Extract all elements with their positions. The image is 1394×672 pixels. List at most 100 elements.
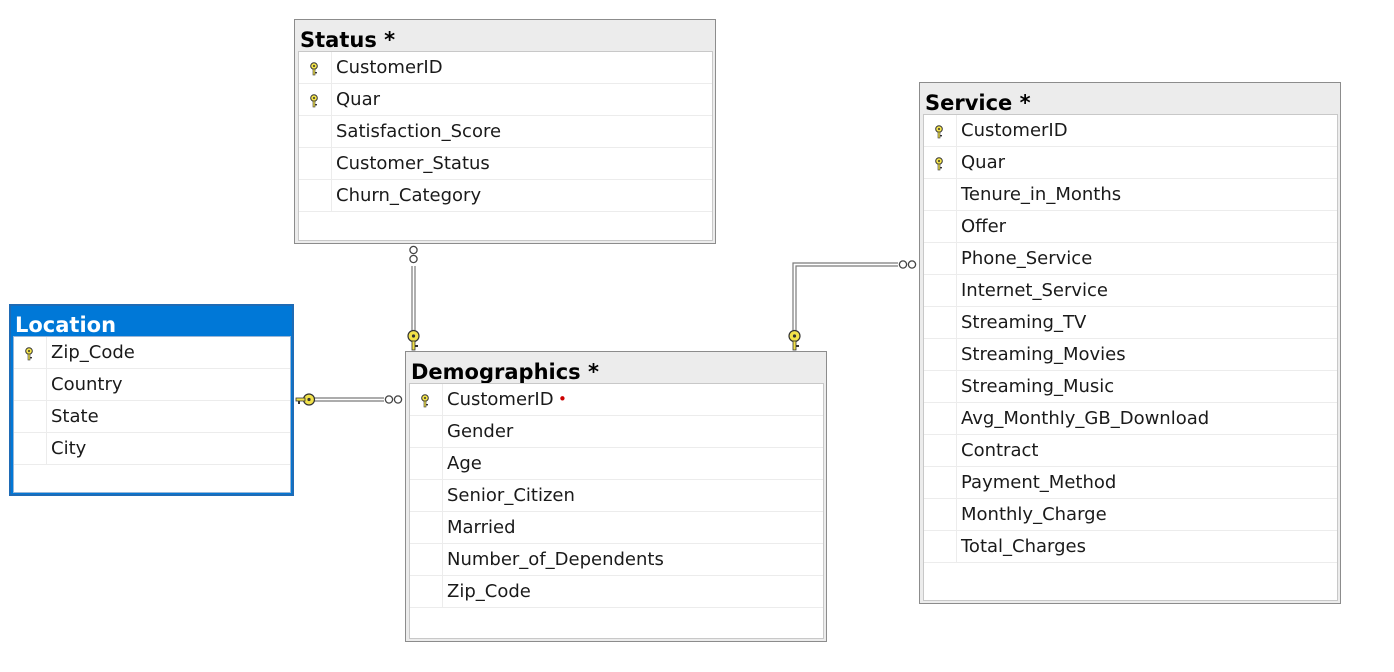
column-name: Streaming_Movies — [961, 344, 1126, 365]
column-row[interactable]: Payment_Method — [924, 467, 1337, 499]
row-selector[interactable] — [924, 147, 957, 179]
table-title[interactable]: Status * — [300, 28, 396, 51]
column-row[interactable]: Total_Charges — [924, 531, 1337, 563]
column-row[interactable]: State — [14, 401, 290, 433]
relationship-location-demographics[interactable] — [295, 393, 403, 406]
infinity-icon — [384, 395, 403, 404]
column-name: Zip_Code — [51, 342, 135, 363]
column-row[interactable]: Streaming_Music — [924, 371, 1337, 403]
row-selector[interactable] — [410, 544, 443, 576]
row-selector[interactable] — [924, 307, 957, 339]
row-selector[interactable] — [924, 211, 957, 243]
row-selector[interactable] — [410, 384, 443, 416]
column-name: CustomerID — [961, 120, 1068, 141]
row-selector[interactable] — [924, 499, 957, 531]
column-name: Offer — [961, 216, 1007, 237]
key-icon — [24, 346, 34, 361]
row-selector[interactable] — [410, 448, 443, 480]
infinity-icon — [898, 260, 917, 269]
column-name: Gender — [447, 421, 514, 442]
column-name: Avg_Monthly_GB_Download — [961, 408, 1210, 429]
row-selector[interactable] — [410, 480, 443, 512]
table-title[interactable]: Service * — [925, 91, 1031, 114]
column-row[interactable]: Age — [410, 448, 823, 480]
column-name: Customer_Status — [336, 153, 490, 174]
column-row[interactable]: Quar — [924, 147, 1337, 179]
table-title[interactable]: Location — [15, 313, 117, 336]
column-row[interactable]: Contract — [924, 435, 1337, 467]
column-name: Satisfaction_Score — [336, 121, 502, 142]
column-row[interactable]: CustomerID• — [410, 384, 823, 416]
column-row[interactable]: Married — [410, 512, 823, 544]
column-name: Quar — [336, 89, 381, 110]
row-selector[interactable] — [924, 435, 957, 467]
column-name: City — [51, 438, 87, 459]
key-icon — [788, 329, 801, 351]
column-row[interactable]: CustomerID — [924, 115, 1337, 147]
row-selector[interactable] — [410, 512, 443, 544]
column-row[interactable]: Customer_Status — [299, 148, 712, 180]
key-icon — [309, 61, 319, 76]
column-name: Churn_Category — [336, 185, 482, 206]
column-row[interactable]: Zip_Code — [410, 576, 823, 608]
row-selector[interactable] — [924, 275, 957, 307]
key-icon — [309, 93, 319, 108]
column-row[interactable]: Quar — [299, 84, 712, 116]
relationship-service-demographics[interactable] — [788, 260, 917, 351]
row-selector[interactable] — [14, 369, 47, 401]
column-row[interactable]: Internet_Service — [924, 275, 1337, 307]
column-row[interactable]: Senior_Citizen — [410, 480, 823, 512]
column-row[interactable]: Number_of_Dependents — [410, 544, 823, 576]
row-selector[interactable] — [924, 467, 957, 499]
row-selector[interactable] — [924, 403, 957, 435]
column-row[interactable]: Churn_Category — [299, 180, 712, 212]
row-selector[interactable] — [924, 371, 957, 403]
column-row[interactable]: Gender — [410, 416, 823, 448]
column-name: Married — [447, 517, 516, 538]
row-selector[interactable] — [14, 433, 47, 465]
column-name: Country — [51, 374, 123, 395]
column-name: Tenure_in_Months — [961, 184, 1122, 205]
row-selector[interactable] — [299, 52, 332, 84]
column-name: Age — [447, 453, 482, 474]
row-selector[interactable] — [924, 243, 957, 275]
row-selector[interactable] — [924, 531, 957, 563]
column-row[interactable]: CustomerID — [299, 52, 712, 84]
column-row[interactable]: Phone_Service — [924, 243, 1337, 275]
row-selector[interactable] — [299, 180, 332, 212]
column-name: Phone_Service — [961, 248, 1093, 269]
column-row[interactable]: Streaming_TV — [924, 307, 1337, 339]
key-icon — [934, 156, 944, 171]
row-selector[interactable] — [924, 115, 957, 147]
column-name: CustomerID — [336, 57, 443, 78]
column-row[interactable]: Streaming_Movies — [924, 339, 1337, 371]
row-selector[interactable] — [410, 576, 443, 608]
column-row[interactable]: City — [14, 433, 290, 465]
row-selector[interactable] — [299, 116, 332, 148]
row-selector[interactable] — [14, 401, 47, 433]
column-row[interactable]: Zip_Code — [14, 337, 290, 369]
column-row[interactable]: Avg_Monthly_GB_Download — [924, 403, 1337, 435]
column-name: Streaming_Music — [961, 376, 1115, 397]
column-row[interactable]: Satisfaction_Score — [299, 116, 712, 148]
column-row[interactable]: Country — [14, 369, 290, 401]
row-selector[interactable] — [924, 179, 957, 211]
row-selector[interactable] — [299, 148, 332, 180]
row-selector[interactable] — [410, 416, 443, 448]
column-name: Zip_Code — [447, 581, 531, 602]
column-row[interactable]: Offer — [924, 211, 1337, 243]
row-selector[interactable] — [299, 84, 332, 116]
row-selector[interactable] — [14, 337, 47, 369]
column-row[interactable]: Monthly_Charge — [924, 499, 1337, 531]
table-title[interactable]: Demographics * — [411, 360, 599, 383]
relationship-status-demographics[interactable] — [407, 245, 420, 351]
row-selector[interactable] — [924, 339, 957, 371]
column-row[interactable]: Tenure_in_Months — [924, 179, 1337, 211]
